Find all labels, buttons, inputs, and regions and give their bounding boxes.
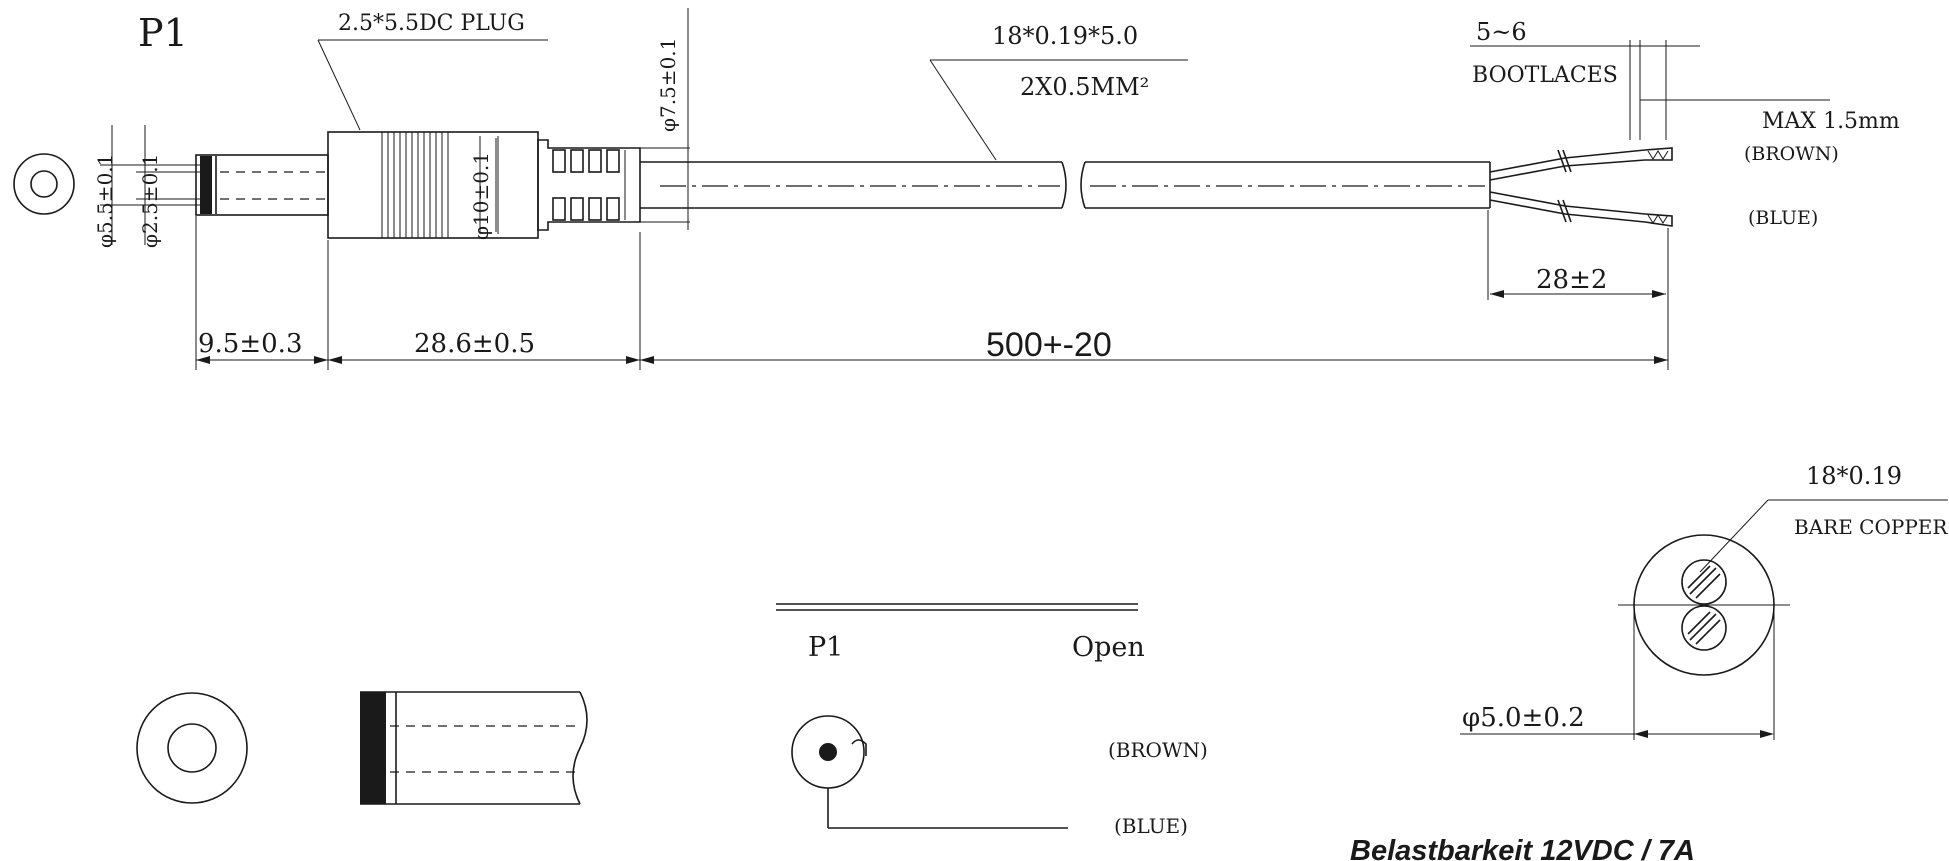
plug-detail-view bbox=[136, 691, 588, 805]
strip-range-label: 5~6 bbox=[1476, 18, 1527, 46]
cable-left bbox=[640, 161, 1067, 209]
strain-relief bbox=[537, 139, 641, 231]
plug-tip bbox=[100, 125, 329, 245]
plug-tip-length-label: 9.5±0.3 bbox=[198, 329, 302, 359]
bootlaces-label: BOOTLACES bbox=[1472, 63, 1618, 88]
plug-body-length-label: 28.6±0.5 bbox=[414, 329, 535, 359]
dia-10-label: φ10±0.1 bbox=[469, 152, 493, 240]
dia-5-5-label: φ5.5±0.1 bbox=[93, 154, 117, 248]
dia-7-5-label: φ7.5±0.1 bbox=[656, 38, 680, 132]
plug-end-view-top bbox=[13, 153, 75, 215]
dia-2-5-label: φ2.5±0.1 bbox=[138, 154, 162, 248]
cable-right bbox=[1080, 161, 1491, 209]
table-open-label: Open bbox=[1072, 632, 1145, 663]
cable-diameter-label: φ5.0±0.2 bbox=[1462, 703, 1585, 733]
cable-spec-callout: 18*0.19*5.0 2X0.5MM² bbox=[929, 22, 1188, 161]
plug-spec-callout: 2.5*5.5DC PLUG bbox=[317, 11, 548, 131]
pin-table: P1 Open (BROWN) (BLUE) bbox=[776, 603, 1208, 838]
table-p1-label: P1 bbox=[808, 632, 843, 663]
load-rating-label: Belastbarkeit 12VDC / 7A bbox=[1350, 835, 1695, 861]
max-length-label: MAX 1.5mm bbox=[1762, 109, 1900, 134]
bare-copper-label: BARE COPPER bbox=[1794, 515, 1948, 539]
cable-cross-section: 18*0.19 BARE COPPER φ5.0±0.2 bbox=[1460, 462, 1948, 740]
main-assembly-view: P1 bbox=[13, 8, 1900, 370]
plug-body bbox=[327, 131, 539, 239]
split-length-dimension: 28±2 bbox=[1487, 210, 1669, 370]
p1-title: P1 bbox=[138, 11, 188, 55]
brown-wire-label-top: (BROWN) bbox=[1744, 143, 1839, 165]
length-dimensions: 9.5±0.3 28.6±0.5 500+-20 bbox=[195, 216, 1668, 370]
bootlaces-callout: 5~6 BOOTLACES bbox=[1470, 18, 1830, 140]
plug-spec-label: 2.5*5.5DC PLUG bbox=[338, 11, 525, 36]
plug-end-view-bottom bbox=[136, 692, 248, 804]
split-wires bbox=[1489, 147, 1673, 227]
blue-wire-label-top: (BLUE) bbox=[1748, 207, 1818, 229]
cable-section-label: 2X0.5MM² bbox=[1020, 73, 1149, 101]
table-blue-label: (BLUE) bbox=[1114, 814, 1188, 838]
conductor-spec-label: 18*0.19 bbox=[1806, 462, 1902, 490]
cable-spec-label: 18*0.19*5.0 bbox=[992, 22, 1138, 50]
cable-length-label: 500+-20 bbox=[986, 326, 1112, 364]
table-brown-label: (BROWN) bbox=[1108, 738, 1208, 762]
split-length-label: 28±2 bbox=[1536, 265, 1607, 295]
